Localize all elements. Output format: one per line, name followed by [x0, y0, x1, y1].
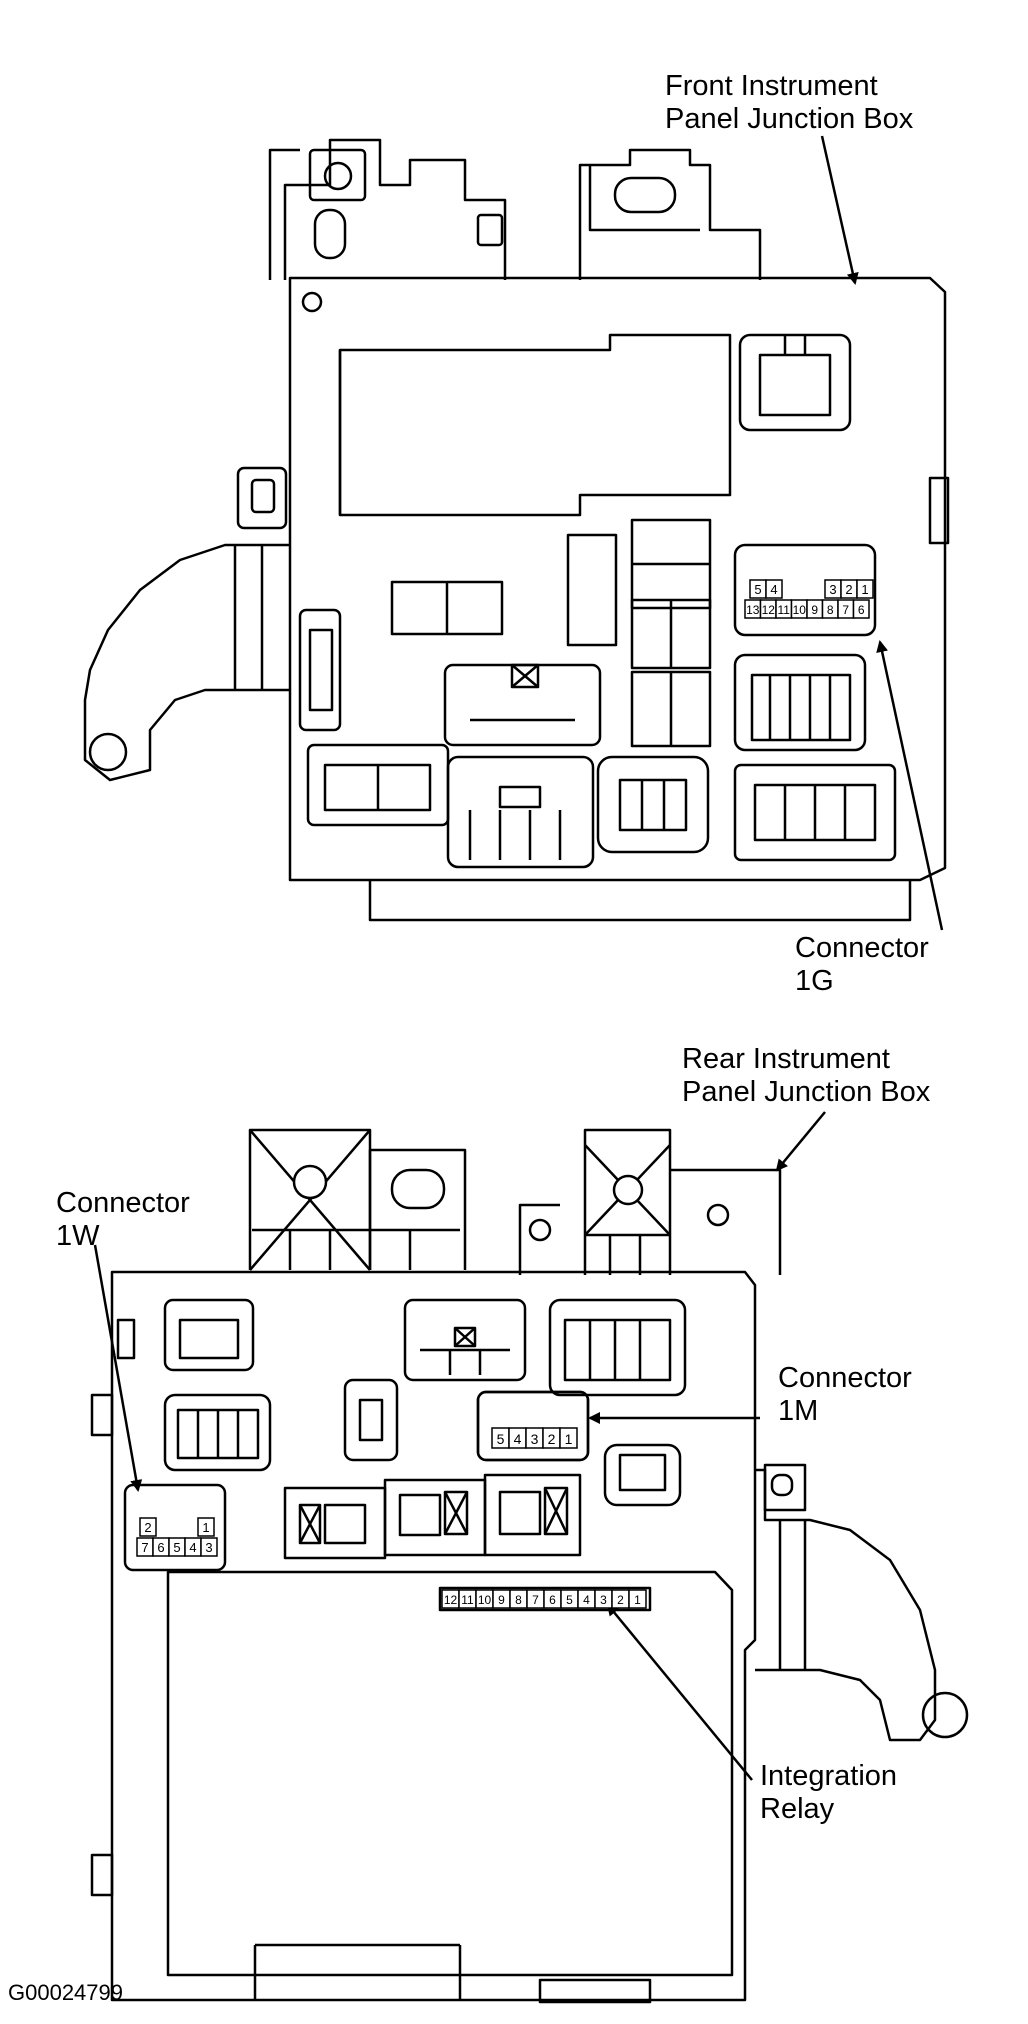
arrow-front-box	[820, 135, 859, 285]
connector-1w-pin-number: 2	[144, 1520, 151, 1535]
connector-1g-pin-number: 3	[829, 582, 836, 597]
integration-relay-pin-number: 1	[634, 1593, 641, 1607]
figure-code: G00024799	[8, 1980, 123, 2005]
connector-1g-pin-number: 9	[811, 603, 818, 617]
connector-1g-pin-number: 13	[746, 603, 760, 617]
connector-1g-pin-number: 4	[770, 582, 777, 597]
connector-1w-pin-number: 6	[157, 1540, 164, 1555]
connector-1g-pin-number: 7	[842, 603, 849, 617]
connector-1w-pin-number: 1	[202, 1520, 209, 1535]
arrow-integration-relay	[606, 1603, 753, 1781]
connector-1g-pin-cell	[765, 579, 783, 599]
connector-1m-pin-number: 2	[548, 1431, 556, 1447]
integration-relay-pin-number: 7	[532, 1593, 539, 1607]
integration-relay-pin-number: 12	[444, 1593, 458, 1607]
integration-relay-pin-number: 8	[515, 1593, 522, 1607]
connector-1g-pin-cell	[856, 579, 874, 599]
connector-1g-pin-number: 12	[762, 603, 776, 617]
connector-1g-pin-number: 5	[754, 582, 761, 597]
integration-relay-label: Integration Relay	[760, 1760, 898, 1825]
connector-1m-pin-cell	[559, 1427, 578, 1449]
connector-1m-label: Connector 1M	[778, 1362, 912, 1427]
connector-1w-pin-number: 7	[141, 1540, 148, 1555]
front-junction-box	[83, 138, 950, 922]
arrow-rear-box	[775, 1111, 826, 1172]
arrow-connector-1g	[876, 640, 944, 931]
connector-1m-pin-number: 5	[497, 1431, 505, 1447]
connector-1g-pin-number: 11	[778, 603, 791, 617]
rear-junction-box	[90, 1128, 969, 2004]
integration-relay-pin-number: 4	[583, 1593, 590, 1607]
connector-1m-pin-number: 3	[531, 1431, 539, 1447]
front-box-label: Front Instrument Panel Junction Box	[665, 70, 914, 135]
connector-1g-pin-number: 8	[827, 603, 834, 617]
connector-1m-pin-number: 1	[565, 1431, 573, 1447]
rear-box-label: Rear Instrument Panel Junction Box	[682, 1043, 931, 1108]
connector-1w-pin-number: 5	[173, 1540, 180, 1555]
integration-relay-pin-number: 9	[498, 1593, 505, 1607]
arrow-connector-1w	[93, 1244, 143, 1492]
connector-1w-pin-number: 3	[205, 1540, 212, 1555]
integration-relay-pin-number: 10	[478, 1593, 492, 1607]
connector-1g-pin-number: 10	[793, 603, 807, 617]
integration-relay-pin-number: 6	[549, 1593, 556, 1607]
connector-1w-pin-cell	[200, 1537, 218, 1557]
connector-1g-pin-cell	[852, 599, 870, 619]
connector-1w-pin-cell	[197, 1517, 215, 1537]
integration-relay-pin-number: 2	[617, 1593, 624, 1607]
integration-relay-pin-number: 5	[566, 1593, 573, 1607]
connector-1w-pin-number: 4	[189, 1540, 196, 1555]
connector-1w-pin-cell	[139, 1517, 157, 1537]
integration-relay-pin-number: 11	[461, 1593, 474, 1607]
connector-1m-pin-number: 4	[514, 1431, 522, 1447]
connector-1g-pin-number: 1	[861, 582, 868, 597]
connector-1g-pin-number: 6	[858, 603, 865, 617]
connector-1g-label: Connector 1G	[795, 932, 929, 997]
integration-relay-pin-number: 3	[600, 1593, 607, 1607]
connector-1g-pin-number: 2	[845, 582, 852, 597]
integration-relay-pin-cell	[628, 1589, 647, 1609]
connector-1w-label: Connector 1W	[56, 1187, 190, 1252]
